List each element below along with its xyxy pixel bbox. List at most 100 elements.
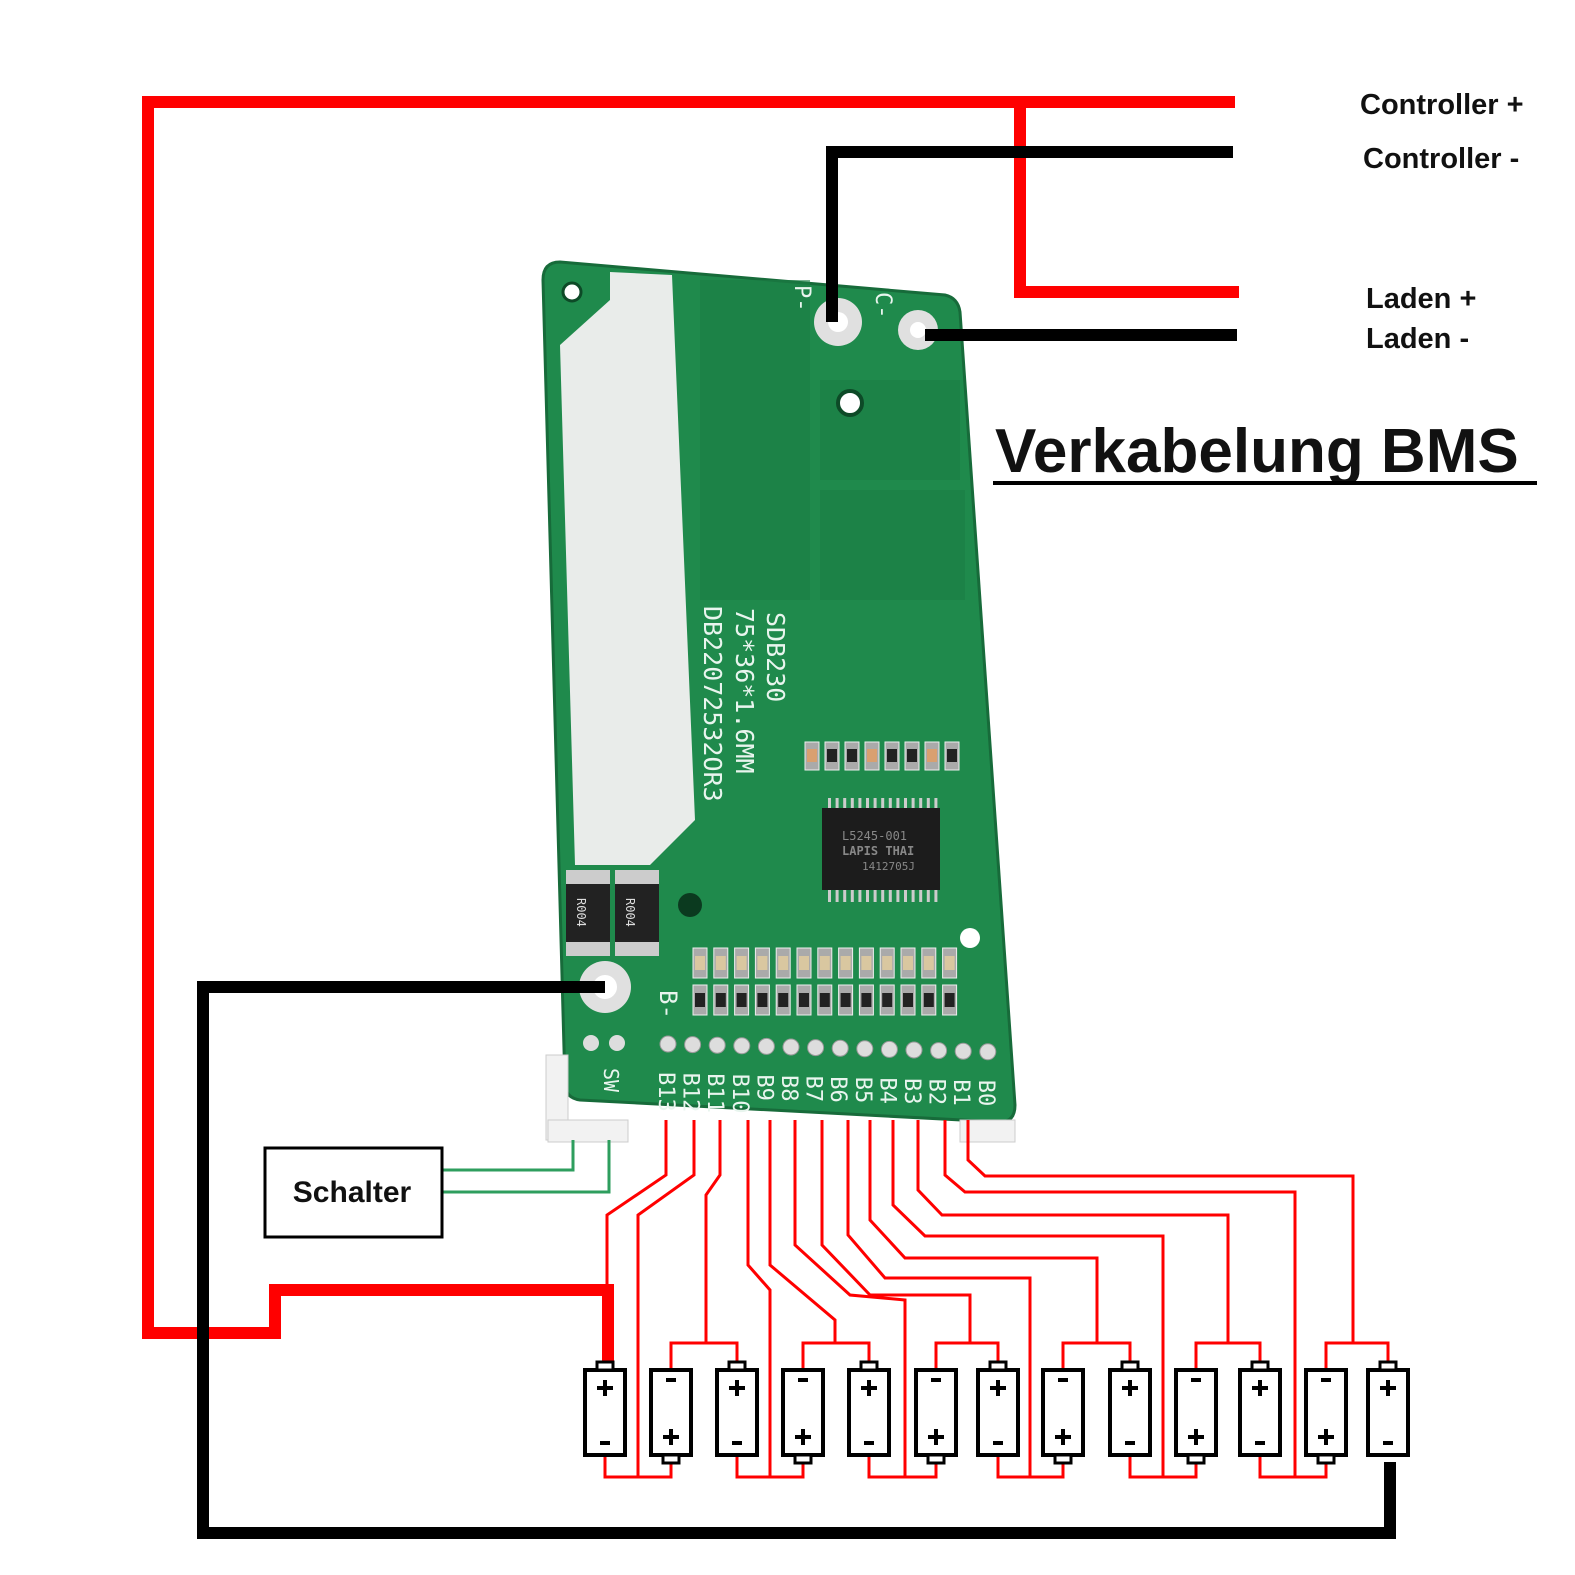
battery-cell [583, 1360, 627, 1457]
size-label: 75*36*1.6MM [730, 608, 759, 774]
svg-text:1412705J: 1412705J [862, 860, 915, 873]
page-title: Verkabelung BMS [995, 417, 1519, 486]
minus-icon [993, 1441, 1003, 1445]
battery-cell [1108, 1360, 1152, 1457]
plus-icon [990, 1380, 1006, 1396]
battery-cell [1304, 1368, 1348, 1465]
p-minus-label: P- [789, 285, 814, 312]
cell-terminal-cap [1186, 1453, 1206, 1465]
shunt-resistors: R004 R004 [566, 870, 659, 956]
plus-icon [1252, 1380, 1268, 1396]
c-minus-label: C- [870, 292, 895, 319]
balance-wire-10 [916, 1120, 1230, 1343]
pin-label-b9: B9 [751, 1074, 776, 1101]
cell-terminal-cap [727, 1360, 747, 1372]
balance-wire-8 [868, 1120, 1099, 1343]
pin-label-b5: B5 [850, 1077, 875, 1104]
bottom-jumper [735, 1455, 805, 1479]
bottom-jumper [1258, 1455, 1328, 1479]
bottom-jumper [1128, 1455, 1198, 1479]
pin-label-b13: B13 [653, 1072, 678, 1112]
svg-text:R004: R004 [623, 898, 637, 927]
pin-b2 [930, 1042, 948, 1060]
cell-terminal-cap [661, 1453, 681, 1465]
svg-text:LAPIS THAI: LAPIS THAI [842, 844, 914, 858]
pin-b7 [807, 1039, 825, 1057]
minus-icon [864, 1441, 874, 1445]
controller-minus-label: Controller - [1363, 143, 1519, 175]
wire-controller-minus [826, 146, 1233, 322]
pin-b5 [856, 1040, 874, 1058]
balance-wire-0 [605, 1120, 668, 1290]
pin-label-b10: B10 [727, 1074, 752, 1114]
pin-label-b6: B6 [825, 1076, 850, 1103]
pin-b6 [831, 1039, 849, 1057]
cell-terminal-cap [988, 1360, 1008, 1372]
pin-label-b4: B4 [874, 1077, 899, 1104]
wire-switch-2 [442, 1140, 611, 1194]
cell-terminal-cap [859, 1360, 879, 1372]
balance-wire-1 [636, 1120, 696, 1477]
balance-wire-11 [943, 1120, 1297, 1477]
battery-cell [715, 1360, 759, 1457]
bms-chip: L5245-001 LAPIS THAI 1412705J [822, 798, 940, 902]
pin-b13 [659, 1035, 677, 1053]
pin-label-b1: B1 [948, 1079, 973, 1106]
plus-icon [795, 1429, 811, 1445]
battery-cell [1238, 1360, 1282, 1457]
smd-components [692, 741, 960, 1016]
pin-label-b0: B0 [973, 1080, 998, 1107]
balance-wire-7 [846, 1120, 1032, 1477]
pin-b9 [757, 1037, 775, 1055]
minus-icon [666, 1378, 676, 1382]
minus-icon [600, 1441, 610, 1445]
pin-b8 [782, 1038, 800, 1056]
cell-terminal-cap [1250, 1360, 1270, 1372]
balance-wire-4 [768, 1120, 837, 1343]
balance-wire-2 [704, 1120, 722, 1343]
battery-cell [1366, 1360, 1410, 1457]
minus-icon [1383, 1441, 1393, 1445]
battery-cell [976, 1360, 1020, 1457]
plus-icon [861, 1380, 877, 1396]
switch-box[interactable] [263, 1146, 444, 1239]
battery-cells [583, 1360, 1410, 1465]
pin-b1 [954, 1042, 972, 1060]
minus-icon [1125, 1441, 1135, 1445]
pin-b11 [708, 1036, 726, 1054]
model-label: SDB230 [761, 612, 790, 702]
bottom-jumper [867, 1455, 938, 1479]
wire-laden-plus [1014, 102, 1239, 298]
balance-wires [603, 1120, 1390, 1479]
minus-icon [798, 1378, 808, 1382]
controller-plus-label: Controller + [1360, 89, 1524, 121]
top-jumper [934, 1341, 1000, 1370]
bottom-jumper [996, 1455, 1065, 1479]
balance-wire-12 [966, 1120, 1355, 1343]
minus-icon [732, 1441, 742, 1445]
sw-label: SW [599, 1068, 623, 1093]
pin-b3 [905, 1041, 923, 1059]
svg-text:R004: R004 [574, 898, 588, 927]
pin-b4 [880, 1040, 898, 1058]
top-jumper [1061, 1341, 1132, 1370]
minus-icon [931, 1378, 941, 1382]
balance-connector [959, 1119, 1016, 1143]
pin-label-b2: B2 [924, 1079, 949, 1106]
battery-cell [847, 1360, 891, 1457]
battery-cell [781, 1368, 825, 1465]
top-jumper [801, 1341, 871, 1370]
balance-wire-6 [820, 1120, 972, 1343]
battery-cell [649, 1368, 693, 1465]
cell-terminal-cap [595, 1360, 615, 1372]
balance-wire-9 [891, 1120, 1165, 1477]
pin-b12 [684, 1036, 702, 1054]
pin-label-b3: B3 [899, 1078, 924, 1105]
pin-b10 [733, 1037, 751, 1055]
top-jumper [1194, 1341, 1262, 1370]
plus-icon [1318, 1429, 1334, 1445]
b-minus-label: B- [654, 990, 682, 1019]
cell-terminal-cap [1378, 1360, 1398, 1372]
